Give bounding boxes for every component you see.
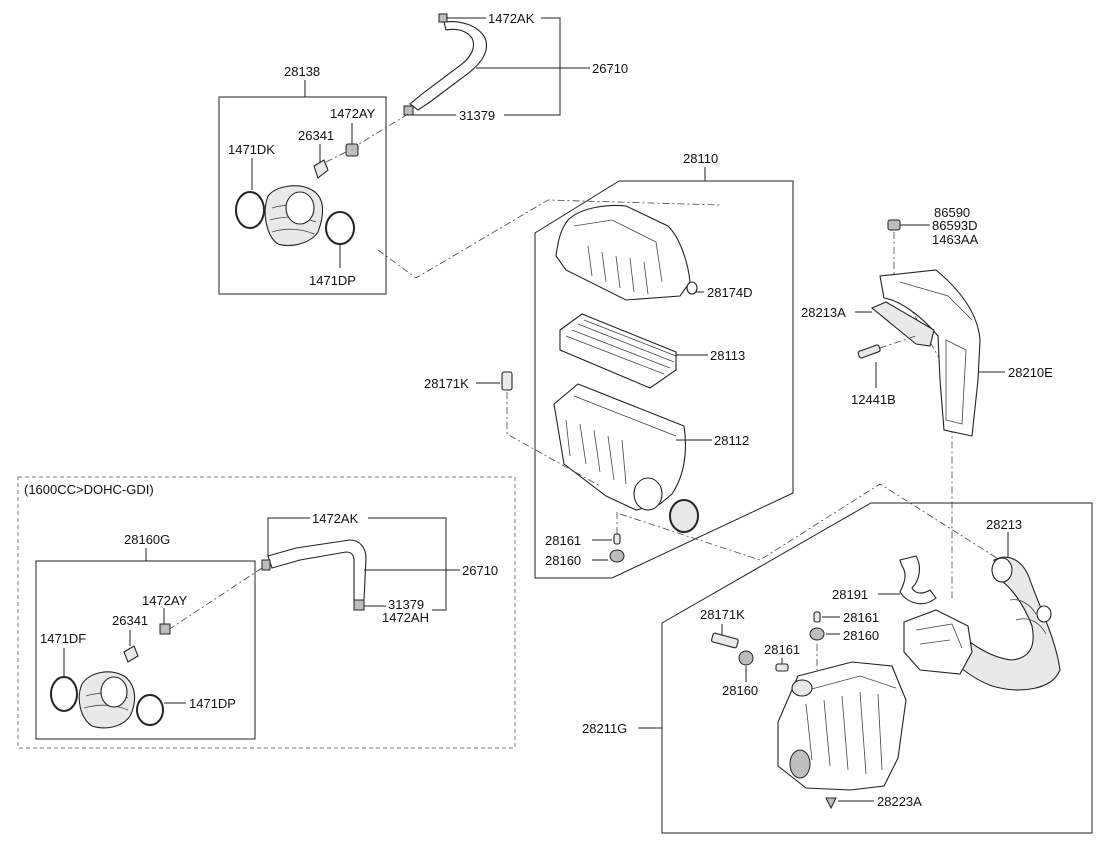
inlet-duct-28210E	[879, 269, 981, 437]
hose-28213-end	[991, 557, 1013, 583]
label-28138: 28138	[284, 64, 320, 79]
bolt-28171K-cleaner	[501, 371, 513, 391]
label-28174D: 28174D	[707, 285, 753, 300]
label-26341-gdi: 26341	[112, 613, 148, 628]
group-box-28110	[534, 180, 794, 579]
group-box-28160G	[35, 560, 256, 740]
hose-28213-port	[1036, 605, 1052, 623]
air-cleaner-cover	[555, 204, 691, 301]
clip-1472AY	[345, 143, 359, 157]
cover-clip	[686, 281, 698, 295]
outlet-seal-ring	[669, 499, 699, 533]
label-28213: 28213	[986, 517, 1022, 532]
hose-clip-gdi-top	[261, 559, 271, 571]
label-28210E: 28210E	[1008, 365, 1053, 380]
label-28160-res-a: 28160	[843, 628, 879, 643]
air-cleaner-body-28211G	[777, 661, 907, 791]
resonator-group: 28213 28191 28171K 28161 28160 28161 281…	[582, 483, 1093, 834]
label-28160-res-b: 28160	[722, 683, 758, 698]
intake-hose-28213	[943, 556, 1061, 691]
label-1471DP-top: 1471DP	[309, 273, 356, 288]
label-31379-top: 31379	[459, 108, 495, 123]
bolt-28171K-res	[711, 632, 739, 649]
label-28161-res-a: 28161	[843, 610, 879, 625]
air-cleaner-outlet	[633, 477, 663, 511]
hose-port-gdi	[100, 676, 128, 708]
label-1472AK-gdi: 1472AK	[312, 511, 359, 526]
grommet-28161-a	[813, 611, 821, 623]
mount-28160-a	[809, 627, 825, 641]
label-31379-gdi: 31379	[388, 597, 424, 612]
inlet-duct-group: 86590 86593D 1463AA 28213A 28210E 12441B	[801, 205, 1053, 600]
label-1472AK-top: 1472AK	[488, 11, 535, 26]
label-28113: 28113	[710, 348, 745, 363]
label-1472AH: 1472AH	[382, 610, 429, 625]
valve-26341-gdi	[123, 645, 139, 663]
label-28171K-cleaner: 28171K	[424, 376, 469, 391]
hose-clip-bottom	[403, 105, 414, 116]
label-28160G: 28160G	[124, 532, 170, 547]
label-28191: 28191	[832, 587, 868, 602]
label-28160-cleaner: 28160	[545, 553, 581, 568]
hose-port	[285, 191, 315, 225]
air-cleaner-group: 28110 28174D 28113 28112 28171K 28161	[424, 151, 794, 579]
clamp-1471DP-gdi	[136, 694, 164, 726]
label-86593D: 86593D	[932, 218, 978, 233]
label-28161-res-b: 28161	[764, 642, 800, 657]
group-box-28138	[218, 96, 387, 295]
label-28213A: 28213A	[801, 305, 846, 320]
air-cleaner-body	[553, 383, 687, 511]
air-filter-element	[559, 313, 677, 389]
clip-1472AY-gdi	[159, 623, 171, 635]
label-86590: 86590	[934, 205, 970, 220]
variant-dashed-box	[17, 476, 516, 749]
label-1471DP-gdi: 1471DP	[189, 696, 236, 711]
variant-group-gdi: (1600CC>DOHC-GDI) 1472AK 26710 31379 147…	[17, 476, 516, 749]
label-26710-top: 26710	[592, 61, 628, 76]
valve-26341	[313, 159, 329, 179]
label-28110: 28110	[683, 151, 718, 166]
grommet-28161-b	[775, 663, 789, 672]
clamp-1471DK	[235, 191, 265, 229]
label-1472AY-gdi: 1472AY	[142, 593, 188, 608]
label-26341-top: 26341	[298, 128, 334, 143]
grommet-28161	[613, 533, 621, 545]
hose-clip-gdi-bottom	[353, 599, 365, 611]
mount-28160	[609, 549, 625, 563]
label-28211G: 28211G	[582, 721, 627, 736]
breather-hose-26710	[409, 21, 488, 111]
label-1471DK: 1471DK	[228, 142, 275, 157]
top-hose-group: 1472AK 26710 31379 28138 1472AY 26341 14…	[218, 11, 721, 295]
bolt-12441B	[857, 344, 881, 359]
clamp-1471DP-top	[325, 211, 355, 245]
clamp-1471DF	[50, 676, 78, 712]
hose-clip-top	[438, 13, 448, 23]
label-1471DF: 1471DF	[40, 631, 86, 646]
mount-28160-b	[738, 650, 754, 666]
screw-86590	[887, 219, 901, 231]
label-28223A: 28223A	[877, 794, 922, 809]
variant-note: (1600CC>DOHC-GDI)	[24, 482, 154, 497]
label-26710-gdi: 26710	[462, 563, 498, 578]
screw-28223A	[825, 797, 837, 810]
label-28161-cleaner: 28161	[545, 533, 581, 548]
vent-hose-28191	[899, 555, 937, 605]
label-1472AY-top: 1472AY	[330, 106, 376, 121]
body-28211G-fan	[789, 749, 811, 779]
breather-hose-26710-gdi	[267, 539, 367, 601]
group-box-28211G	[661, 502, 1093, 834]
label-28171K-res: 28171K	[700, 607, 745, 622]
label-28112: 28112	[714, 433, 749, 448]
body-28211G-port	[791, 679, 813, 697]
label-12441B: 12441B	[851, 392, 896, 407]
bracket-28213A	[870, 301, 935, 347]
label-1463AA: 1463AA	[932, 232, 979, 247]
